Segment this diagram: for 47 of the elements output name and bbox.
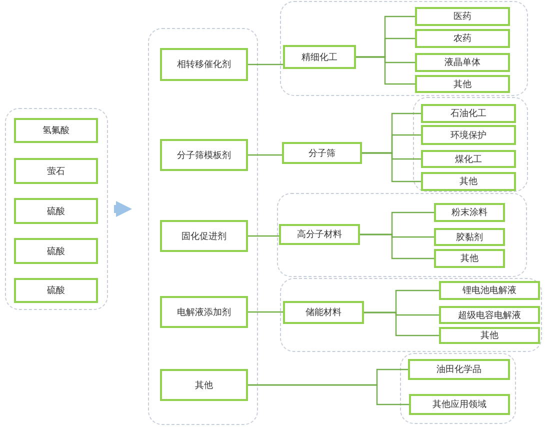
label-box: 液晶单体: [415, 53, 510, 72]
group-panel: [148, 28, 258, 425]
label-box: 环境保护: [421, 125, 516, 145]
label-box: 其他应用领域: [409, 394, 510, 415]
label-box: 硫酸: [14, 198, 98, 224]
group-panel: [400, 353, 516, 424]
connector-line: [362, 152, 421, 182]
group-panel: [413, 97, 528, 192]
block-arrow: [114, 201, 132, 217]
connector-line: [364, 312, 439, 336]
label-box: 油田化学品: [408, 359, 510, 380]
label-box: 电解液添加剂: [160, 296, 248, 328]
label-box: 胶黏剂: [434, 228, 505, 246]
label-box: 其他: [434, 249, 505, 268]
connector-line: [248, 154, 282, 156]
label-box: 硫酸: [14, 238, 98, 264]
label-box: 固化促进剂: [160, 220, 248, 252]
label-box: 其他: [415, 75, 510, 93]
label-box: 石油化工: [421, 104, 516, 123]
label-box: 分子筛模板剂: [160, 139, 248, 171]
label-box: 锂电池电解液: [439, 281, 540, 300]
label-box: 储能材料: [283, 301, 364, 324]
label-box: 医药: [415, 7, 510, 26]
label-box: 萤石: [14, 158, 98, 184]
label-box: 氢氟酸: [14, 118, 98, 143]
group-panel: [277, 193, 527, 277]
label-box: 超级电容电解液: [439, 306, 540, 324]
label-box: 煤化工: [421, 150, 516, 168]
label-box: 其他: [421, 172, 516, 191]
label-box: 粉末涂料: [434, 203, 505, 222]
label-box: 精细化工: [283, 45, 356, 69]
label-box: 硫酸: [14, 278, 98, 303]
label-box: 高分子材料: [279, 224, 360, 245]
label-box: 农药: [415, 29, 510, 48]
group-panel: [280, 1, 528, 96]
connector-line: [248, 64, 283, 66]
connector-line: [248, 235, 279, 237]
group-panel: [5, 108, 108, 310]
label-box: 分子筛: [282, 142, 362, 164]
label-box: 相转移催化剂: [160, 48, 248, 81]
group-panel: [280, 278, 542, 352]
connector-line: [360, 234, 434, 260]
label-box: 其他: [439, 327, 540, 344]
connector-line: [248, 311, 283, 313]
connector-line: [248, 384, 409, 406]
connector-line: [356, 56, 415, 85]
label-box: 其他: [160, 369, 248, 401]
